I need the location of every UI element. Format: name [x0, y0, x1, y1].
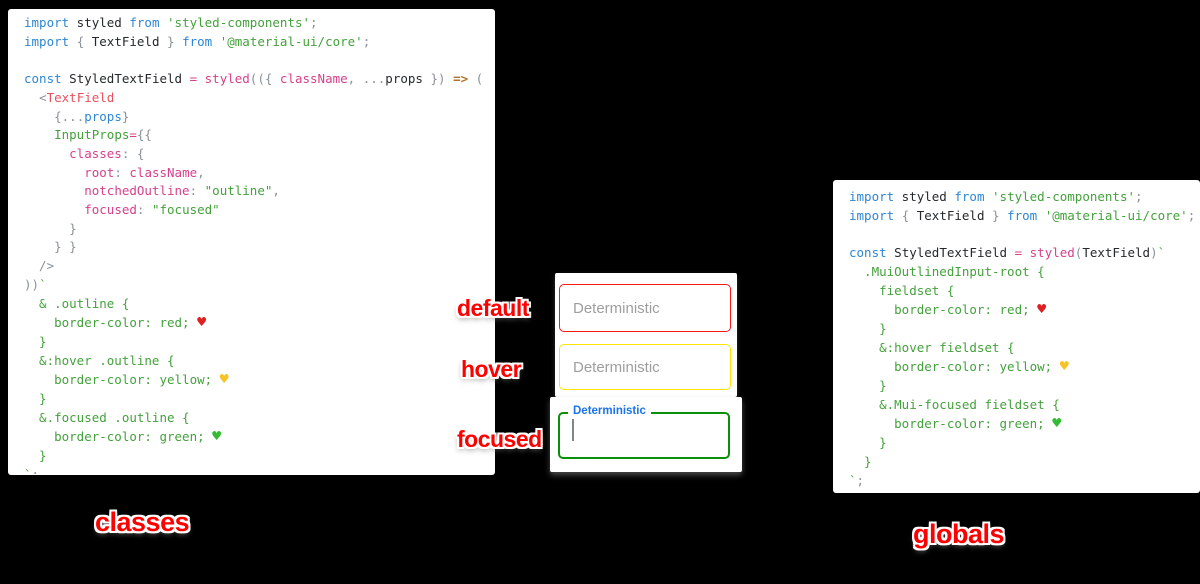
textfield-focused-wrap: Deterministic — [558, 404, 730, 459]
textfield-demo-panel — [555, 273, 737, 397]
annotation-focused: focused — [457, 426, 542, 452]
code-line: } — [24, 333, 47, 349]
code-line: &:hover .outline { — [24, 352, 175, 368]
code-line: `; — [24, 466, 40, 475]
code-line: } — [24, 391, 47, 407]
code-line: notchedOutline: "outline", — [84, 183, 280, 199]
right-code-panel: import styled from 'styled-components'; i… — [833, 180, 1200, 493]
code-line: } — [24, 220, 77, 236]
code-line: const StyledTextField = styled(({ classN… — [24, 71, 484, 87]
code-line: fieldset { — [849, 282, 955, 298]
caption-classes: classes — [95, 507, 190, 537]
textfield-focused-panel: Deterministic — [550, 397, 742, 472]
code-line: } — [849, 378, 887, 394]
code-line: } — [24, 448, 47, 464]
code-line: classes: { — [69, 145, 145, 161]
code-line: border-color: red; ♥ — [24, 313, 207, 332]
code-line: border-color: yellow; ♥ — [849, 357, 1069, 376]
code-line: & .outline { — [24, 295, 130, 311]
code-line: import styled from 'styled-components'; — [24, 15, 318, 30]
code-line: border-color: green; ♥ — [24, 427, 222, 446]
code-line: } — [849, 320, 887, 336]
caption-globals: globals — [913, 519, 1005, 549]
code-line: &.focused .outline { — [24, 409, 190, 425]
code-line: } — [849, 435, 887, 451]
code-line: border-color: green; ♥ — [849, 414, 1062, 433]
code-line: focused: "focused" — [84, 202, 220, 218]
text-cursor-caret — [572, 419, 574, 441]
textfield-focused-floating-label: Deterministic — [568, 404, 651, 418]
code-line — [24, 51, 495, 70]
code-line: } — [849, 453, 872, 469]
code-line: InputProps={{ — [54, 127, 152, 143]
code-line: {...props} — [54, 108, 130, 124]
code-line: `; — [849, 472, 865, 488]
code-line: import { TextField } from '@material-ui/… — [849, 207, 1196, 223]
textfield-focused[interactable] — [558, 412, 730, 459]
code-line: ))` — [24, 276, 47, 292]
textfield-hover[interactable] — [559, 344, 731, 390]
code-line: /> — [24, 258, 55, 274]
left-code-panel: import styled from 'styled-components'; i… — [8, 9, 495, 475]
code-line: &.Mui-focused fieldset { — [849, 396, 1060, 412]
code-line: } } — [24, 239, 77, 255]
annotation-default: default — [457, 295, 529, 321]
code-line: &:hover fieldset { — [849, 339, 1015, 355]
code-line: root: className, — [84, 164, 205, 180]
code-line: border-color: yellow; ♥ — [24, 370, 229, 389]
textfield-default[interactable] — [559, 284, 731, 332]
code-line: <TextField — [39, 89, 115, 105]
annotation-hover: hover — [461, 356, 522, 382]
code-line: border-color: red; ♥ — [849, 300, 1047, 319]
code-line — [849, 225, 1200, 244]
code-line: .MuiOutlinedInput-root { — [849, 263, 1045, 279]
code-line: const StyledTextField = styled(TextField… — [849, 245, 1166, 261]
code-line: import { TextField } from '@material-ui/… — [24, 33, 371, 49]
code-line: import styled from 'styled-components'; — [849, 189, 1143, 204]
